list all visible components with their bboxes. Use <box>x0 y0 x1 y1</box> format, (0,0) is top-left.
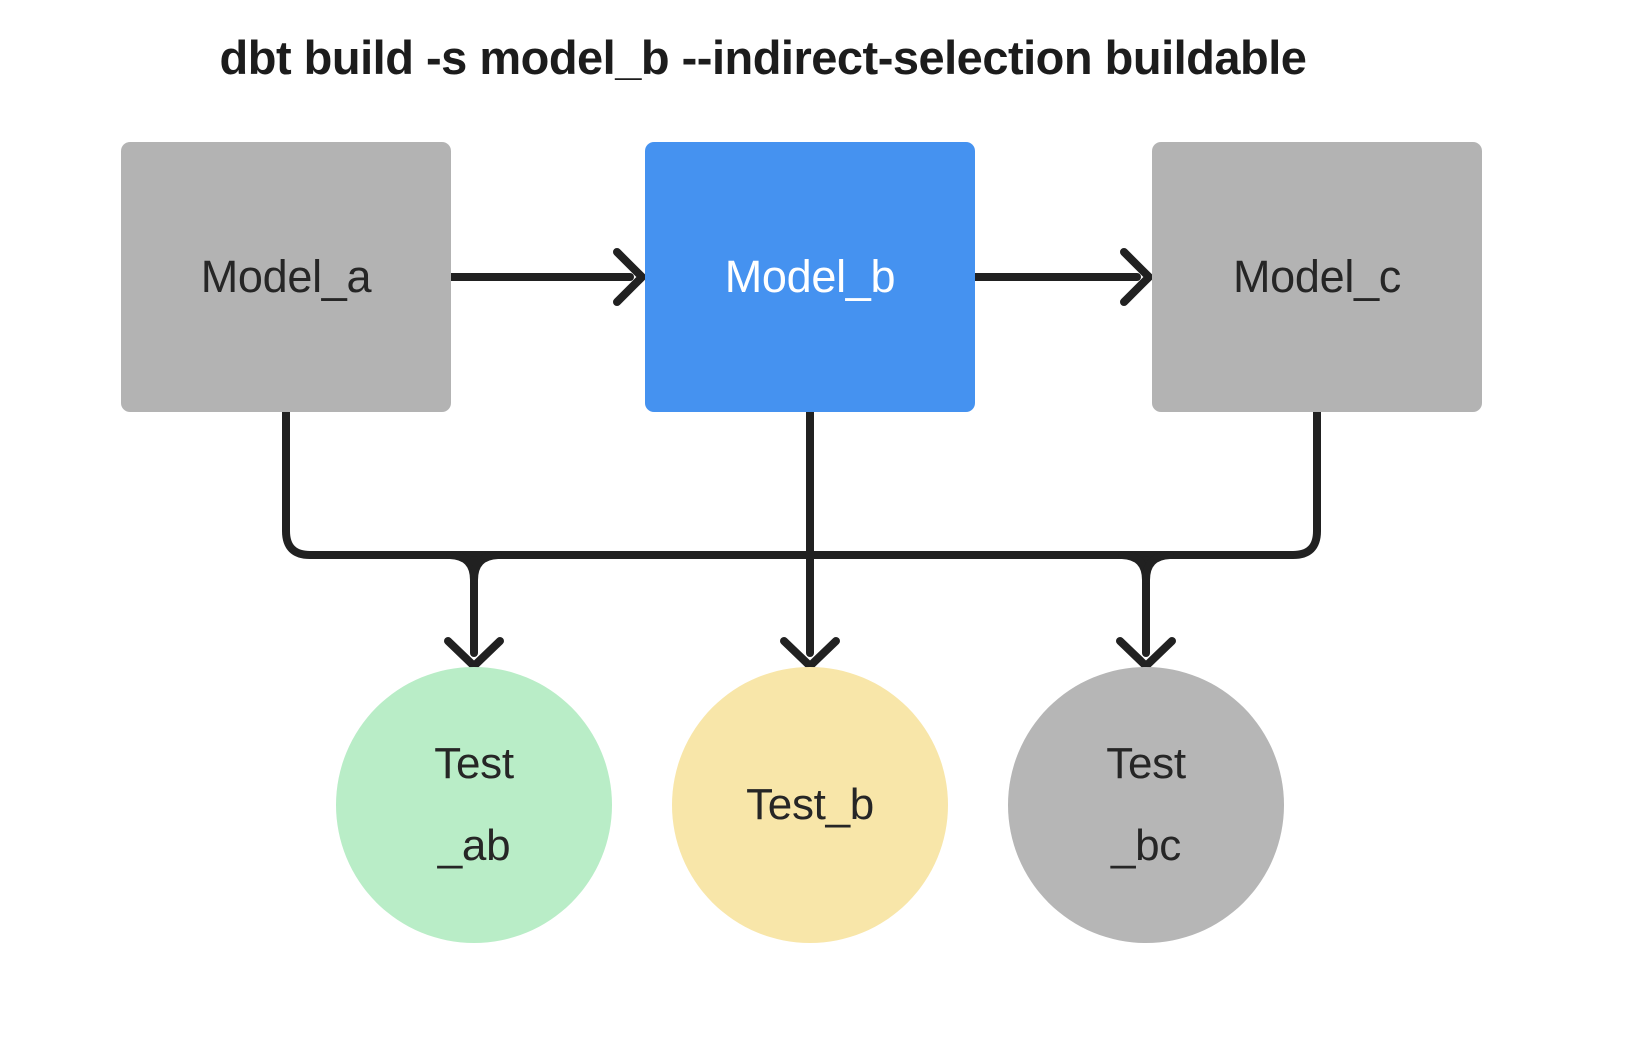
test-bc-node: Test _bc <box>1008 667 1284 943</box>
diagram-title: dbt build -s model_b --indirect-selectio… <box>219 31 1307 84</box>
test-bc-label-line-2: _bc <box>1110 821 1182 870</box>
edge-branch-test-bc-fillet-left <box>1118 551 1150 584</box>
test-ab-label-line-2: _ab <box>437 821 511 870</box>
edge-test-bc-arrowhead <box>1116 637 1176 670</box>
edge-branch-test-ab-fillet-left <box>446 551 478 584</box>
test-b-label-line-1: Test_b <box>746 780 874 829</box>
edge-branch-test-bc-fillet-right <box>1142 551 1174 584</box>
edge-branch-test-ab-fillet-right <box>470 551 502 584</box>
test-ab-node: Test _ab <box>336 667 612 943</box>
edge-model-a-to-model-b-arrowhead <box>613 248 646 306</box>
model-b-node: Model_b <box>645 142 975 412</box>
test-ab-label-line-1: Test <box>434 739 514 788</box>
test-bc-label-line-1: Test <box>1106 739 1186 788</box>
edge-test-ab-arrowhead <box>444 637 504 670</box>
model-a-label: Model_a <box>200 251 372 302</box>
edge-bus <box>282 404 1321 559</box>
test-b-node: Test_b <box>672 667 948 943</box>
model-c-node: Model_c <box>1152 142 1482 412</box>
edge-model-b-to-model-c-arrowhead <box>1120 248 1153 306</box>
edge-test-b-arrowhead <box>780 637 840 670</box>
model-c-label: Model_c <box>1233 251 1401 302</box>
model-b-label: Model_b <box>724 251 896 302</box>
model-a-node: Model_a <box>121 142 451 412</box>
